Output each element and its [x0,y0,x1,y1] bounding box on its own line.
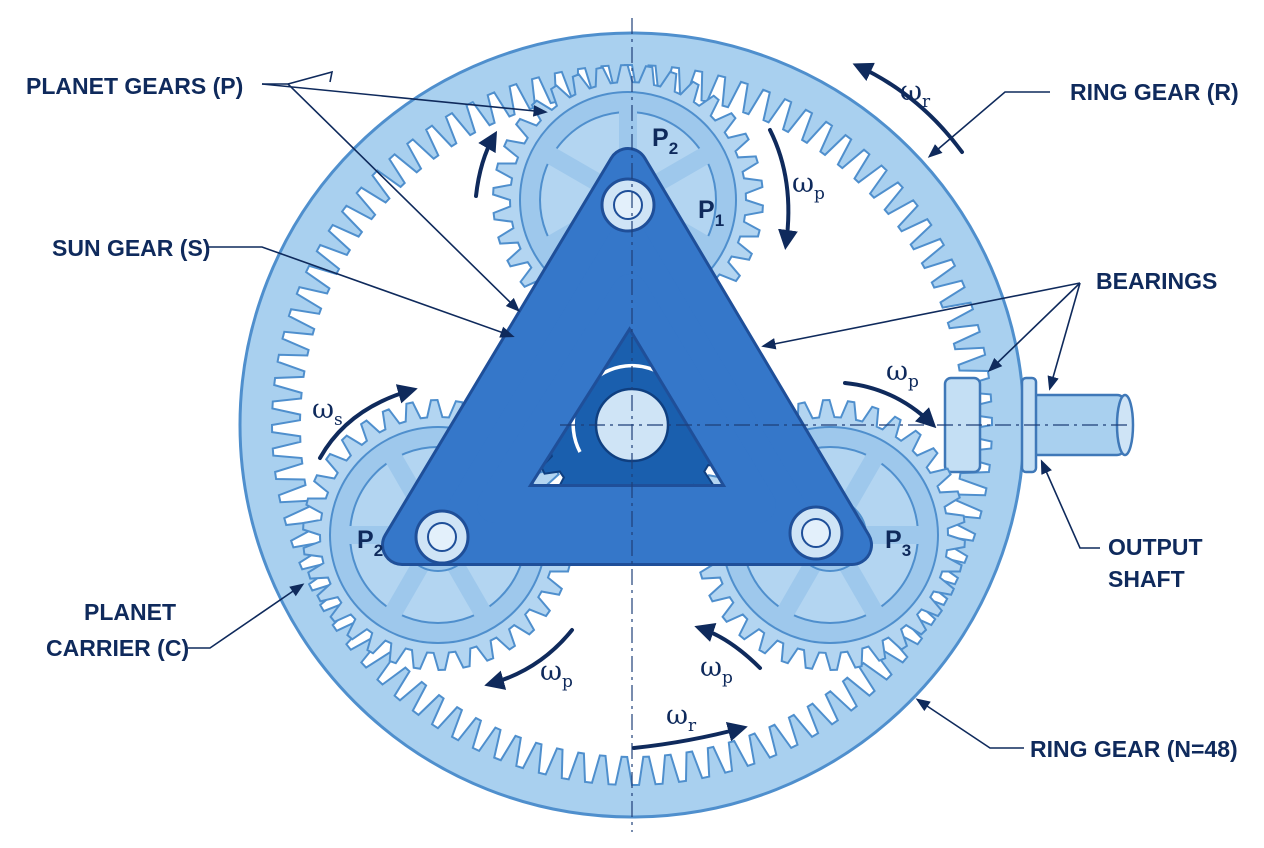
planet-right-arrow [843,381,937,429]
leader-lines [188,70,1100,749]
leader-planet-gears-1 [261,83,548,117]
planet-right-spoke [777,557,821,621]
leader-ring-gear-r [927,91,1050,158]
omega-r-bottom: ωr [666,700,697,736]
planet-carrier [381,147,873,566]
omega-r-top: ωr [900,76,931,112]
callout-ring-gear-r: RING GEAR (R) [1070,79,1239,105]
planet-right-spoke [839,449,883,513]
leader-output-shaft [1040,459,1100,549]
omega-p-left-bottom: ωp [540,656,573,692]
planet-left-spoke [385,557,429,621]
leader-ring-gear-n [915,698,1024,749]
callout-bearings: BEARINGS [1096,268,1217,294]
planet-left-bottom-arrow [484,628,574,690]
planet-top-arrow-left [474,130,498,198]
callout-sun-gear: SUN GEAR (S) [52,235,210,261]
planet-label-right: P3 [885,526,911,560]
omega-s: ωs [312,394,343,430]
planet-top-spoke [542,147,606,191]
leader-sun-gear [206,246,515,338]
leader-bearings-1 [761,282,1081,350]
omega-p-right-bottom: ωp [700,652,733,688]
planet-left-spoke [447,557,491,621]
callout-planet-carrier-line1: PLANET [84,599,176,625]
callout-planet-carrier-line2: CARRIER (C) [46,635,189,661]
output-shaft [1028,393,1127,457]
omega-p-top: ωp [792,168,825,204]
planet-carrier-inner [384,150,870,563]
planet-label-left: P2 [357,526,383,560]
leader-bearings-3 [1047,282,1081,391]
leader-bearings-2 [987,282,1081,373]
planet-top-spoke [650,147,714,191]
leader-planet-gears-3 [287,70,334,85]
callout-ring-gear-n: RING GEAR (N=48) [1030,736,1238,762]
callout-planet-gears: PLANET GEARS (P) [26,73,243,99]
carrier-pin-right [788,505,844,561]
planet-top-arrow-right [768,128,798,250]
carrier-pin-left [414,509,470,565]
planet-label-top-lower: P1 [698,196,724,230]
carrier-pin-top [600,177,656,233]
planet-right-bottom-arrow [694,622,762,670]
ring-rotation-arrow-bottom [632,721,748,750]
omega-p-right: ωp [886,356,919,392]
leader-planet-carrier [188,583,305,649]
sun-omega-arrow [318,384,418,460]
planet-label-top-upper: P2 [652,124,678,158]
callout-output-shaft-line1: OUTPUT [1108,534,1203,560]
ring-rotation-arrow-top [852,62,964,154]
planet-right-spoke [839,557,883,621]
callout-output-shaft-line2: SHAFT [1108,566,1185,592]
